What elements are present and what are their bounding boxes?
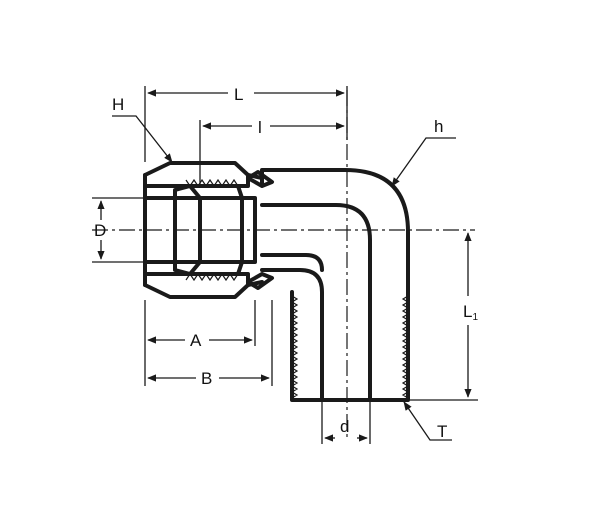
nut-assembly — [143, 161, 274, 299]
pipe-thread-left — [290, 295, 299, 399]
dimension-L1: L1 — [410, 232, 478, 401]
leader-H: H — [112, 95, 173, 163]
label-H: H — [112, 95, 124, 114]
elbow-body — [260, 168, 410, 402]
dimension-l: l — [199, 118, 345, 185]
label-l: l — [258, 118, 262, 137]
pipe-thread-right — [401, 295, 410, 399]
dimension-L: L — [144, 85, 348, 162]
thread-teeth — [401, 295, 410, 399]
label-T: T — [437, 422, 447, 441]
dimension-D: D — [92, 197, 143, 263]
label-d: d — [340, 417, 349, 436]
leader-T: T — [403, 401, 452, 441]
label-h: h — [434, 117, 443, 136]
leader-h: h — [391, 117, 456, 187]
thread-teeth — [290, 295, 299, 399]
label-B: B — [201, 369, 212, 388]
dimension-A: A — [144, 300, 256, 386]
label-A: A — [190, 331, 202, 350]
label-L1: L1 — [463, 302, 478, 323]
dimension-B: B — [147, 300, 273, 388]
dimension-d: d — [321, 402, 371, 444]
label-L: L — [234, 85, 243, 104]
label-D: D — [94, 221, 106, 240]
